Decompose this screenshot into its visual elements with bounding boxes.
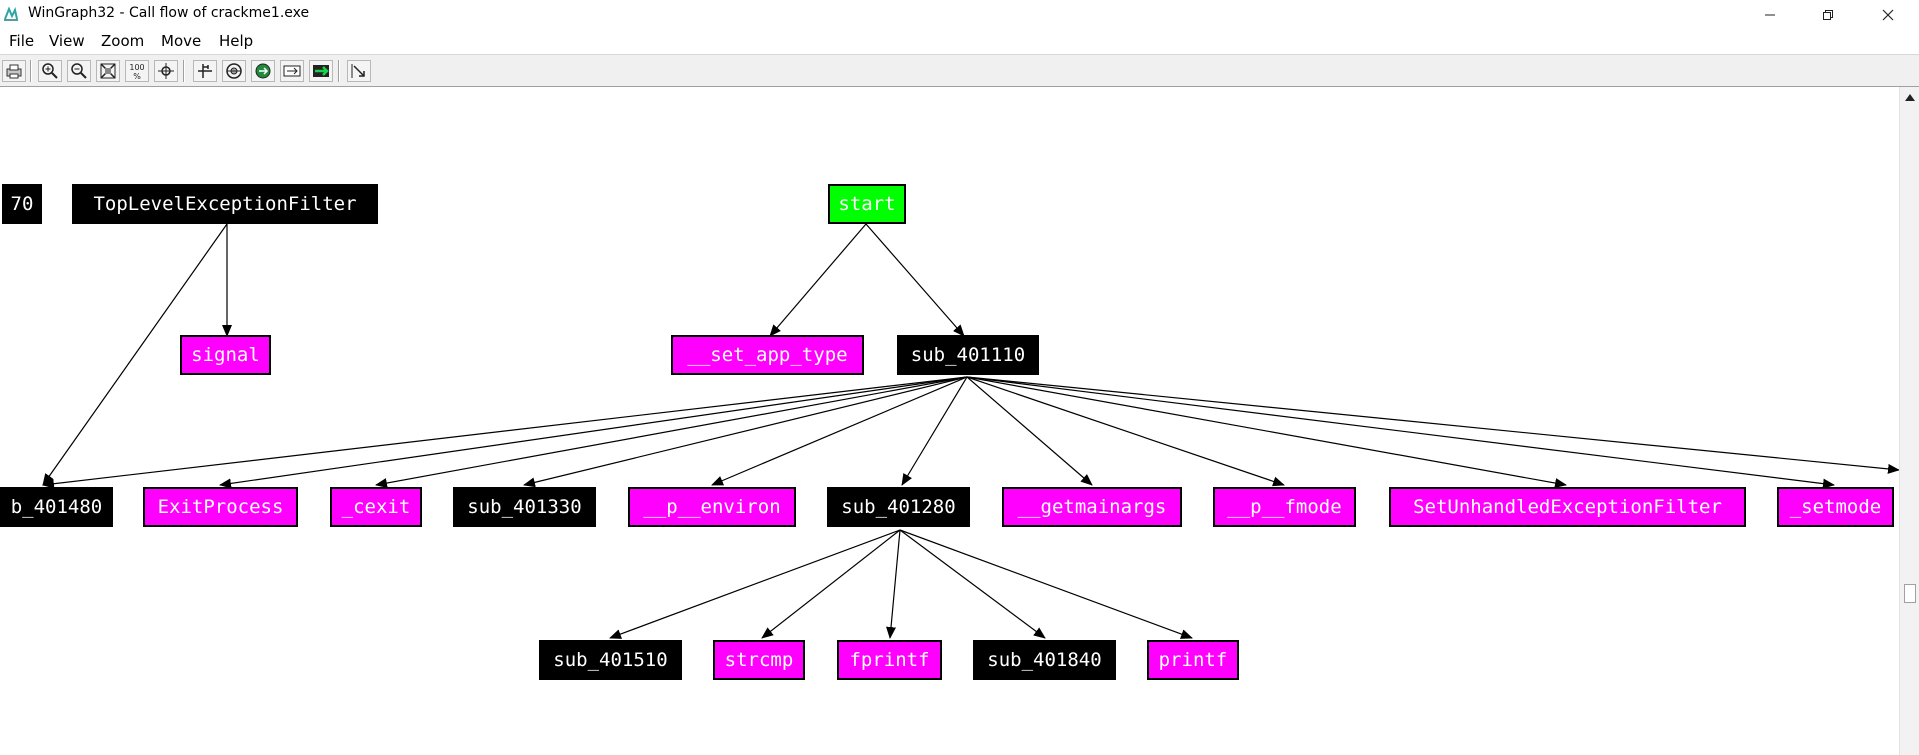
arrow-mode-button[interactable]	[347, 60, 371, 82]
graph-node[interactable]: signal	[180, 335, 271, 375]
graph-node[interactable]: TopLevelExceptionFilter	[72, 184, 378, 224]
unfold-icon	[313, 65, 329, 77]
graph-node-entry[interactable]: start	[828, 184, 906, 224]
zoom-100-button[interactable]: 100%	[125, 60, 149, 82]
graph-node[interactable]: sub_401330	[453, 487, 596, 527]
arrow-mode-icon	[351, 64, 365, 78]
graph-node[interactable]: b_401480	[0, 487, 113, 527]
graph-node[interactable]: sub_401510	[539, 640, 682, 680]
zoom-out-button[interactable]	[67, 60, 91, 82]
expand-button[interactable]	[251, 60, 275, 82]
menu-bar: File View Zoom Move Help	[0, 29, 1919, 54]
zoom-in-button[interactable]	[38, 60, 62, 82]
restore-button[interactable]	[1800, 0, 1856, 29]
fold-icon	[283, 65, 301, 77]
graph-node[interactable]: ExitProcess	[143, 487, 298, 527]
menu-help[interactable]: Help	[219, 32, 254, 50]
close-button[interactable]	[1860, 0, 1916, 29]
svg-text:%: %	[133, 72, 141, 80]
expand-icon	[255, 63, 271, 79]
graph-node[interactable]: printf	[1147, 640, 1239, 680]
wingraph-icon	[4, 6, 18, 21]
print-button[interactable]	[2, 60, 26, 82]
print-icon	[6, 64, 22, 79]
overview-button[interactable]	[222, 60, 246, 82]
menu-zoom[interactable]: Zoom	[101, 32, 145, 50]
center-button[interactable]	[154, 60, 178, 82]
scroll-up-icon[interactable]	[1905, 93, 1915, 101]
overview-icon	[226, 63, 242, 79]
graph-node[interactable]: SetUnhandledExceptionFilter	[1389, 487, 1746, 527]
fit-window-button[interactable]	[96, 60, 120, 82]
toolbar: 100%	[0, 54, 1919, 87]
layout-button[interactable]	[193, 60, 217, 82]
menu-view[interactable]: View	[49, 32, 85, 50]
title-bar: WinGraph32 - Call flow of crackme1.exe	[0, 0, 1919, 29]
zoom-out-icon	[71, 63, 87, 79]
graph-node[interactable]: 70	[2, 184, 42, 224]
menu-move[interactable]: Move	[161, 32, 202, 50]
window-title: WinGraph32 - Call flow of crackme1.exe	[28, 5, 310, 21]
fit-window-icon	[100, 63, 116, 79]
unfold-button[interactable]	[309, 60, 333, 82]
graph-node[interactable]: __p__fmode	[1213, 487, 1356, 527]
graph-node[interactable]: sub_401280	[827, 487, 970, 527]
close-icon	[1882, 9, 1894, 20]
zoom-100-icon: 100%	[129, 63, 144, 80]
graph-node[interactable]: __getmainargs	[1002, 487, 1182, 527]
minimize-icon	[1765, 14, 1775, 15]
graph-node[interactable]: sub_401110	[897, 335, 1039, 375]
graph-node[interactable]: sub_401840	[973, 640, 1116, 680]
graph-node[interactable]: __set_app_type	[671, 335, 864, 375]
scrollbar-thumb[interactable]	[1904, 584, 1916, 603]
minimize-button[interactable]	[1742, 0, 1798, 29]
layout-icon	[198, 64, 212, 78]
toolbar-separator	[183, 60, 185, 82]
center-icon	[158, 63, 174, 79]
fold-button[interactable]	[280, 60, 304, 82]
menu-file[interactable]: File	[9, 32, 35, 50]
svg-text:100: 100	[129, 63, 144, 72]
graph-node[interactable]: fprintf	[837, 640, 942, 680]
restore-icon	[1823, 9, 1833, 20]
vertical-scrollbar[interactable]	[1899, 87, 1919, 755]
graph-node[interactable]: __p__environ	[628, 487, 796, 527]
graph-node[interactable]: _cexit	[330, 487, 422, 527]
graph-node[interactable]: _setmode	[1777, 487, 1894, 527]
call-edges	[42, 223, 1899, 639]
zoom-in-icon	[42, 63, 58, 79]
graph-canvas[interactable]: 70 TopLevelExceptionFilter start signal …	[0, 87, 1899, 755]
toolbar-separator	[338, 60, 340, 82]
graph-node[interactable]: strcmp	[713, 640, 805, 680]
toolbar-separator	[30, 60, 32, 82]
